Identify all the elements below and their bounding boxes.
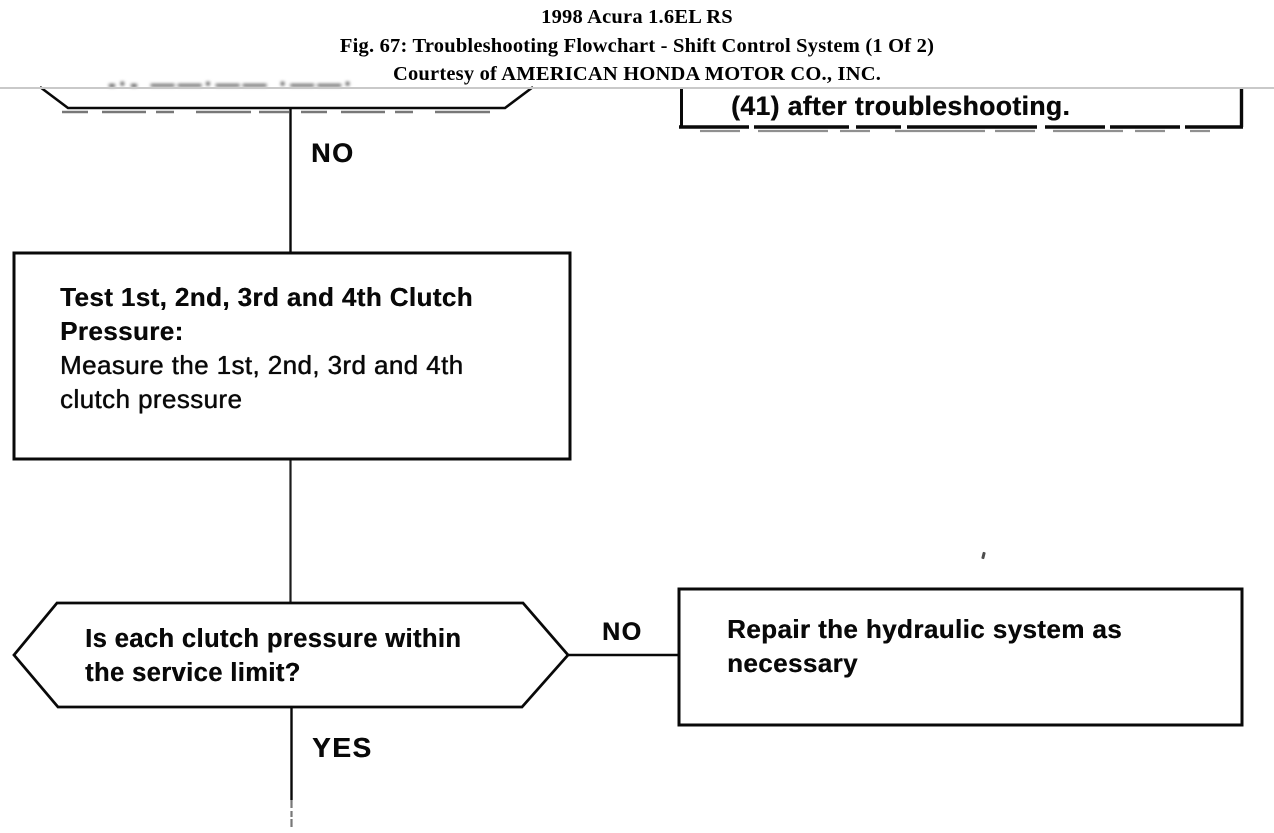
courtesy-line: Courtesy of AMERICAN HONDA MOTOR CO., IN…	[392, 63, 882, 85]
header-separator-line	[0, 87, 1274, 89]
repair-box-line1: Repair the hydraulic system as	[727, 614, 1122, 644]
test-clutch-pressure-box	[12, 251, 572, 461]
cutoff-box-text: (41) after troubleshooting.	[731, 91, 1071, 121]
test-box-title-line2: Pressure:	[60, 316, 184, 346]
repair-hydraulic-box	[677, 587, 1244, 727]
cutoff-decision-shape	[39, 85, 534, 110]
decision-text-line2: the service limit?	[85, 659, 301, 687]
test-box-body-line2: clutch pressure	[60, 384, 243, 414]
decision-text-line1: Is each clutch pressure within	[85, 625, 462, 653]
test-box-body-line1: Measure the 1st, 2nd, 3rd and 4th	[60, 350, 464, 380]
vehicle-title: 1998 Acura 1.6EL RS	[541, 6, 733, 28]
cutoff-illegible-text: -·- ――·―― ·――·	[108, 71, 356, 88]
figure-header: 1998 Acura 1.6EL RS Fig. 67: Troubleshoo…	[0, 3, 1274, 89]
repair-box-line2: necessary	[727, 648, 858, 678]
yes-label: YES	[312, 732, 373, 763]
test-box-title-line1: Test 1st, 2nd, 3rd and 4th Clutch	[60, 282, 473, 312]
no-label-right: NO	[602, 618, 643, 646]
no-label-top: NO	[311, 138, 355, 168]
figure-caption: Fig. 67: Troubleshooting Flowchart - Shi…	[339, 34, 935, 57]
